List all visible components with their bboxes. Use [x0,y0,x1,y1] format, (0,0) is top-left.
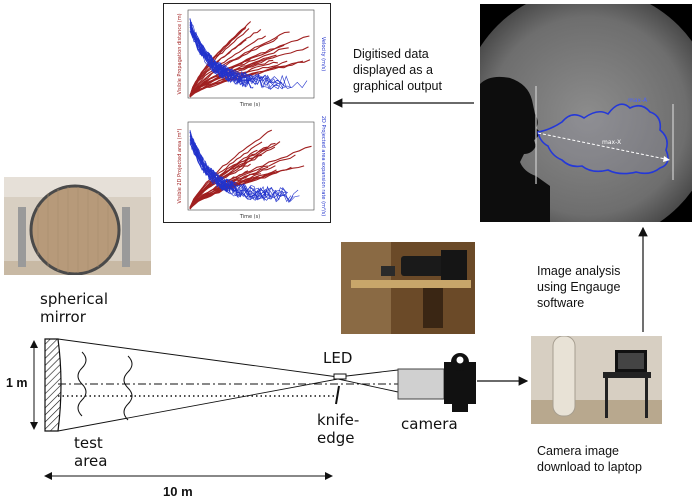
max-x-label: max-X [602,139,621,146]
mirror-stand-left [18,207,26,267]
label-knife-edge: knife- edge [317,411,360,447]
table-leg-right [645,378,648,418]
rail-support [423,288,443,328]
knife-edge-holder [381,266,395,276]
label-camera: camera [401,415,458,433]
chart-top-red-series [189,21,311,98]
label-test-area: test area [74,434,108,470]
camera-rail-photo-svg [341,242,475,334]
mirror-photo [4,177,151,275]
blue-series-curve [189,135,288,201]
label-spherical-mirror: spherical mirror [40,290,109,326]
red-series-curve [189,46,309,96]
plume-outline [537,103,669,175]
mirror-tube [552,336,576,417]
person-silhouette [480,76,550,222]
red-series-curve [189,141,281,208]
camera-rail-photo [341,242,475,334]
mirror-field-of-view [480,4,692,222]
red-series-curve [189,154,296,210]
blue-series-curve [189,25,257,86]
mirror-disc [29,184,121,275]
chart-bottom-blue-series [189,129,300,203]
chart-bottom-ylabel-right: 2D Projected area expansion rate (m²/s) [320,116,326,216]
red-series-curve [189,31,290,98]
red-series-curve [189,28,250,97]
max-x-arrowhead [663,156,670,162]
digitised-charts-svg: Time (s) Visible Propagation distance (m… [177,9,326,220]
camera-viewfinder [456,356,464,364]
beam-top [57,338,339,378]
label-download: Camera image download to laptop [537,444,642,474]
camera-rail [351,280,471,288]
wavy-line-1 [77,351,87,417]
camera-grip [452,402,468,412]
red-series-curve [189,35,267,98]
blue-series-curve [189,24,255,84]
blue-series-curve [189,141,272,202]
label-one-meter: 1 m [6,376,28,390]
laptop-photo [531,336,662,424]
chart-top-blue-series [189,18,308,90]
blue-series-curve [189,18,254,86]
red-series-curve [189,129,273,209]
chart-top-xlabel: Time (s) [239,102,260,108]
schematic-mirror [44,338,62,432]
table-top [603,372,651,378]
max-x-arrow [537,132,671,161]
camera-body [441,250,467,280]
schlieren-image: max-X max-A [480,4,692,222]
label-image-analysis: Image analysis using Engauge software [537,264,621,310]
mirror-photo-svg [4,177,151,275]
camera-lens-symbol [397,368,445,400]
red-series-curve [189,165,305,209]
chart-top-ylabel-right: Velocity (m/s) [320,37,326,71]
label-led: LED [323,349,353,367]
red-series-curve [189,26,247,97]
chart-bottom-xlabel: Time (s) [239,214,260,220]
chart-bottom-axes [187,121,315,211]
label-digitised: Digitised data displayed as a graphical … [353,47,442,93]
blue-series-curve [189,141,228,189]
beam-top-out [337,369,399,378]
mirror-reflection-lines [37,187,109,273]
knife-edge-symbol [335,385,340,405]
mirror-stand-right [122,207,130,267]
label-ten-meter: 10 m [163,484,193,499]
red-series-curve [189,149,258,209]
chart-bottom: Time (s) Visible 2D Projected area (m²) … [177,116,326,220]
max-a-label: max-A [628,97,648,104]
beam-bottom-out [337,378,399,393]
chart-bottom-red-series [189,129,312,210]
red-series-curve [189,59,311,97]
digitised-chart-panel: Time (s) Visible Propagation distance (m… [163,3,331,223]
blue-series-curve [189,130,234,193]
laptop-display [618,353,644,369]
schlieren-image-svg: max-X max-A [480,4,692,222]
red-series-curve [189,39,247,96]
table-leg-left [605,378,608,418]
led-symbol [333,373,347,380]
camera-body-symbol [444,362,476,404]
beam-bottom [57,378,339,432]
chart-top-axes [187,9,315,99]
chart-top-ylabel-left: Visible Propagation distance (m) [177,13,183,94]
red-series-curve [189,141,263,208]
chart-bottom-ylabel-left: Visible 2D Projected area (m²) [177,128,183,203]
wavy-line-2 [123,355,133,421]
chart-top: Time (s) Visible Propagation distance (m… [177,9,326,108]
laptop-photo-svg [531,336,662,424]
red-series-curve [189,60,288,97]
camera-lens [401,256,445,276]
blue-series-curve [189,22,308,89]
blue-series-curve [189,143,289,201]
